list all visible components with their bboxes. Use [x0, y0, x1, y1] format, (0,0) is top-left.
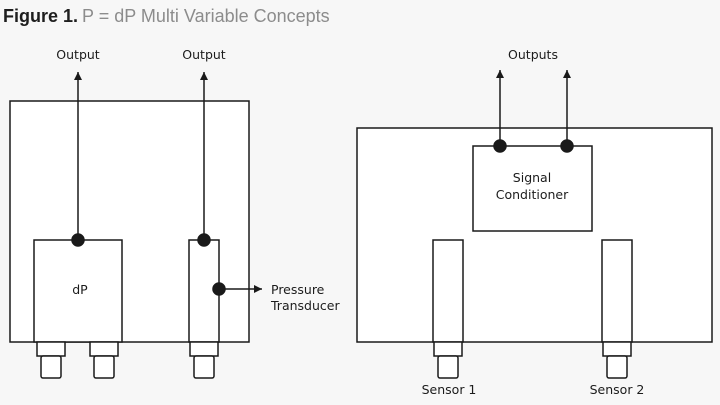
sensor-1-label: Sensor 1	[422, 382, 477, 397]
output-2-label: Output	[182, 47, 226, 62]
output-1-junction	[71, 233, 85, 247]
sensor-2-label: Sensor 2	[590, 382, 645, 397]
dp-label: dP	[72, 282, 88, 297]
left-panel	[9, 72, 262, 379]
signal-conditioner-box	[472, 145, 593, 232]
right-panel	[356, 70, 713, 379]
sensor-1-body	[432, 239, 464, 343]
dp-port-right-tip	[93, 355, 115, 379]
dp-port-left-collar	[36, 341, 66, 357]
left-panel-labels: Output Output dP Pressure Transducer	[56, 47, 340, 313]
figure-title: P = dP Multi Variable Concepts	[82, 6, 330, 26]
sensor-1-collar	[433, 341, 463, 357]
outputs-junction-2	[560, 139, 574, 153]
right-panel-labels: Outputs Signal Conditioner Sensor 1 Sens…	[422, 47, 645, 397]
sensor-2-body	[601, 239, 633, 343]
outputs-label: Outputs	[508, 47, 558, 62]
figure-label: Figure 1.	[3, 6, 79, 26]
sensor-1-tip	[437, 355, 459, 379]
pressure-label-line1: Pressure	[271, 282, 325, 297]
pressure-port-tip	[193, 355, 215, 379]
dp-port-right-collar	[89, 341, 119, 357]
sensor-2-tip	[606, 355, 628, 379]
conditioner-label-line2: Conditioner	[496, 187, 569, 202]
output-1-label: Output	[56, 47, 100, 62]
dp-sensor-box	[33, 239, 123, 343]
sensor-2-collar	[602, 341, 632, 357]
pressure-label-line2: Transducer	[270, 298, 340, 313]
dp-port-left-tip	[40, 355, 62, 379]
outputs-junction-1	[493, 139, 507, 153]
pressure-port-collar	[189, 341, 219, 357]
output-2-junction	[197, 233, 211, 247]
conditioner-label-line1: Signal	[513, 170, 551, 185]
figure-header: Figure 1.P = dP Multi Variable Concepts	[3, 3, 330, 29]
pressure-junction	[212, 282, 226, 296]
